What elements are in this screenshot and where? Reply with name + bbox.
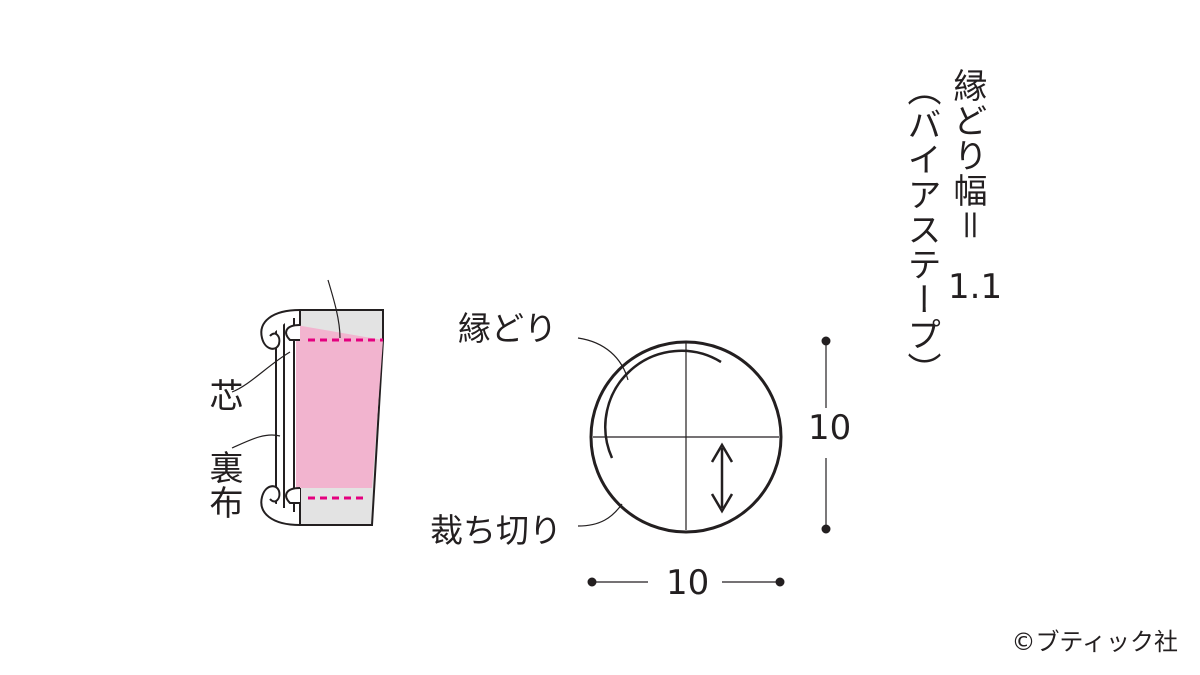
height-dimension-value: 10 xyxy=(808,408,852,448)
lining-leader-line xyxy=(231,434,281,449)
grain-arrow-head-top xyxy=(710,442,734,463)
binding-arc xyxy=(604,349,722,459)
top-binding-inner xyxy=(285,324,301,341)
bottom-binding-curl xyxy=(260,485,301,526)
top-binding-curl xyxy=(260,309,301,350)
dimension-lines xyxy=(587,336,831,587)
width-endpoint-left xyxy=(587,577,597,587)
cross-section-figure xyxy=(231,279,384,526)
lining-label: 裏布 xyxy=(203,450,243,520)
interfacing-label: 芯 xyxy=(203,378,243,413)
circle-figure xyxy=(577,337,783,534)
copyright-credit: ©ブティック社 xyxy=(1011,628,1178,656)
cut-off-leader-line xyxy=(577,503,623,527)
lining-fabric xyxy=(296,325,383,488)
width-dimension-value: 10 xyxy=(666,563,710,603)
height-endpoint-top xyxy=(821,336,831,346)
border-width-label: 縁どり幅＝ xyxy=(947,68,987,243)
bottom-binding-inner xyxy=(285,487,301,504)
grain-arrow-head-bottom xyxy=(710,493,734,514)
binding-label: 縁どり xyxy=(458,309,557,348)
binding-leader-line xyxy=(577,337,629,381)
top-leader-line xyxy=(327,279,341,339)
interfacing-leader-line xyxy=(231,351,291,393)
height-endpoint-bottom xyxy=(821,524,831,534)
border-width-value: 1.1 xyxy=(948,267,1003,307)
width-endpoint-right xyxy=(775,577,785,587)
bias-tape-label: （バイアステープ） xyxy=(901,72,941,387)
cut-off-label: 裁ち切り xyxy=(430,511,562,550)
